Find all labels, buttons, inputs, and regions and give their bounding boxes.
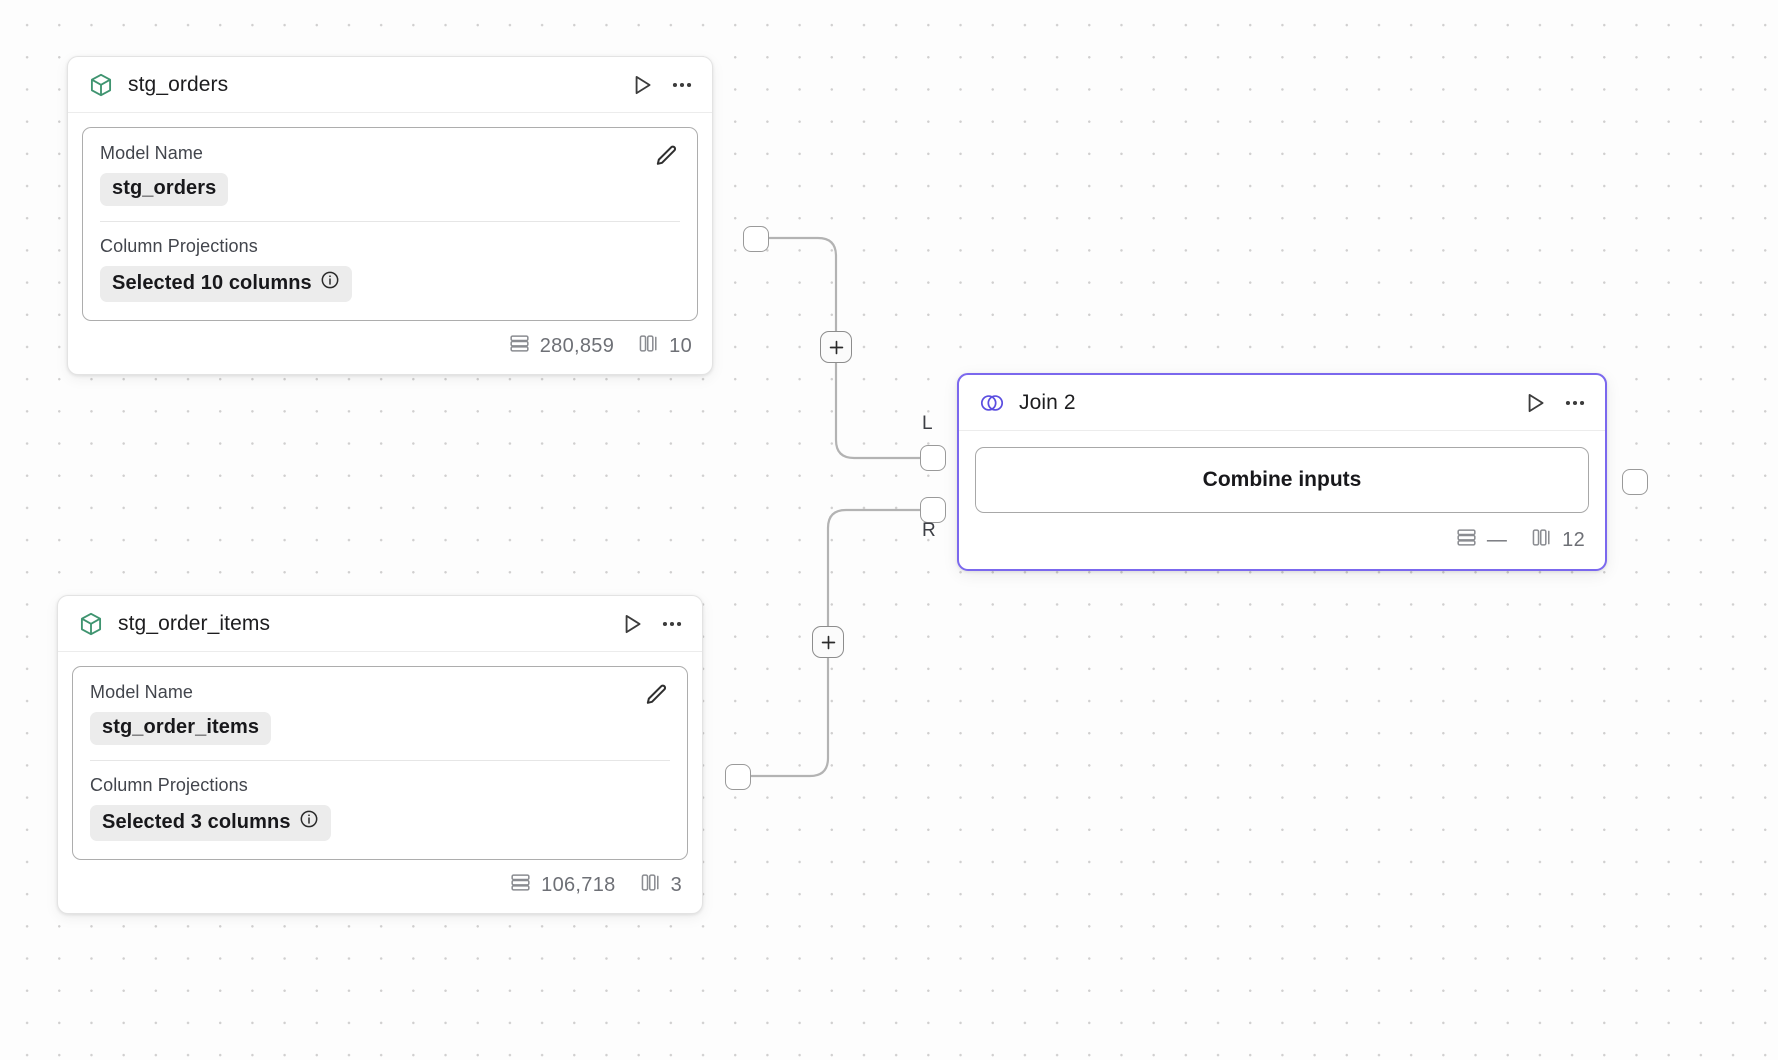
columns-icon xyxy=(637,332,660,361)
node-header: stg_orders xyxy=(68,57,712,113)
columns-icon xyxy=(1530,526,1553,555)
row-count-stat: 280,859 xyxy=(508,332,614,361)
rows-icon xyxy=(508,332,531,361)
node-body: Combine inputs xyxy=(959,431,1605,513)
column-projections-chip[interactable]: Selected 3 columns xyxy=(90,805,331,841)
row-count-stat: — xyxy=(1455,526,1507,555)
output-port-stg-order-items[interactable] xyxy=(725,764,751,790)
run-icon[interactable] xyxy=(629,72,655,98)
chip-text: Selected 3 columns xyxy=(102,810,291,833)
node-join-2[interactable]: Join 2 Combine inputs xyxy=(957,373,1607,571)
venn-icon xyxy=(979,390,1005,416)
field-label-model-name: Model Name xyxy=(90,682,194,702)
add-node-button-edge-left[interactable] xyxy=(820,331,852,363)
node-stg-order-items[interactable]: stg_order_items xyxy=(57,595,751,914)
row-count-stat: 106,718 xyxy=(509,871,615,900)
more-icon[interactable] xyxy=(659,611,685,637)
more-icon[interactable] xyxy=(1562,390,1588,416)
input-port-label-right: R xyxy=(922,520,936,541)
column-count-value: 12 xyxy=(1562,529,1585,551)
run-icon[interactable] xyxy=(619,611,645,637)
output-port-stg-orders[interactable] xyxy=(743,226,769,252)
row-count-value: 280,859 xyxy=(539,335,615,357)
row-count-value: 106,718 xyxy=(541,874,616,896)
node-body: Model Name stg_orders Column Projections… xyxy=(68,113,712,321)
columns-icon xyxy=(639,871,662,900)
node-footer: — 12 xyxy=(959,513,1605,569)
field-label-model-name: Model Name xyxy=(100,143,204,163)
edit-icon[interactable] xyxy=(643,682,670,709)
combine-inputs-button[interactable]: Combine inputs xyxy=(975,447,1589,513)
input-port-label-left: L xyxy=(922,413,933,434)
model-name-chip[interactable]: stg_orders xyxy=(100,173,229,206)
panel-divider xyxy=(100,221,680,222)
field-label-column-projections: Column Projections xyxy=(90,775,248,795)
node-title: Join 2 xyxy=(1019,390,1076,414)
column-count-stat: 12 xyxy=(1530,526,1585,555)
add-node-button-edge-right[interactable] xyxy=(812,626,844,658)
run-icon[interactable] xyxy=(1522,390,1548,416)
column-count-value: 3 xyxy=(670,874,682,896)
cube-icon xyxy=(78,611,104,637)
row-count-value: — xyxy=(1486,529,1508,551)
config-panel[interactable]: Model Name stg_order_items Column Projec… xyxy=(72,666,688,860)
node-footer: 106,718 3 xyxy=(58,860,702,913)
column-count-value: 10 xyxy=(669,335,692,357)
field-label-column-projections: Column Projections xyxy=(100,236,258,256)
column-count-stat: 3 xyxy=(639,871,682,900)
output-port-join-2[interactable] xyxy=(1622,469,1648,495)
chip-text: Selected 10 columns xyxy=(112,271,312,294)
info-icon[interactable] xyxy=(320,270,340,296)
node-header: Join 2 xyxy=(959,375,1605,431)
column-count-stat: 10 xyxy=(637,332,692,361)
panel-divider xyxy=(90,760,670,761)
info-icon[interactable] xyxy=(299,809,319,835)
node-footer: 280,859 10 xyxy=(68,321,712,374)
column-projections-chip[interactable]: Selected 10 columns xyxy=(100,266,352,302)
edit-icon[interactable] xyxy=(653,143,680,170)
node-header: stg_order_items xyxy=(58,596,702,652)
rows-icon xyxy=(509,871,532,900)
model-name-chip[interactable]: stg_order_items xyxy=(90,712,272,745)
cube-icon xyxy=(88,72,114,98)
input-port-join-left[interactable] xyxy=(920,445,946,471)
config-panel[interactable]: Model Name stg_orders Column Projections… xyxy=(82,127,698,321)
node-stg-orders[interactable]: stg_orders Model xyxy=(67,56,769,375)
input-port-join-right[interactable] xyxy=(920,497,946,523)
node-body: Model Name stg_order_items Column Projec… xyxy=(58,652,702,860)
node-title: stg_orders xyxy=(128,72,229,96)
rows-icon xyxy=(1455,526,1478,555)
node-title: stg_order_items xyxy=(118,611,271,635)
more-icon[interactable] xyxy=(669,72,695,98)
